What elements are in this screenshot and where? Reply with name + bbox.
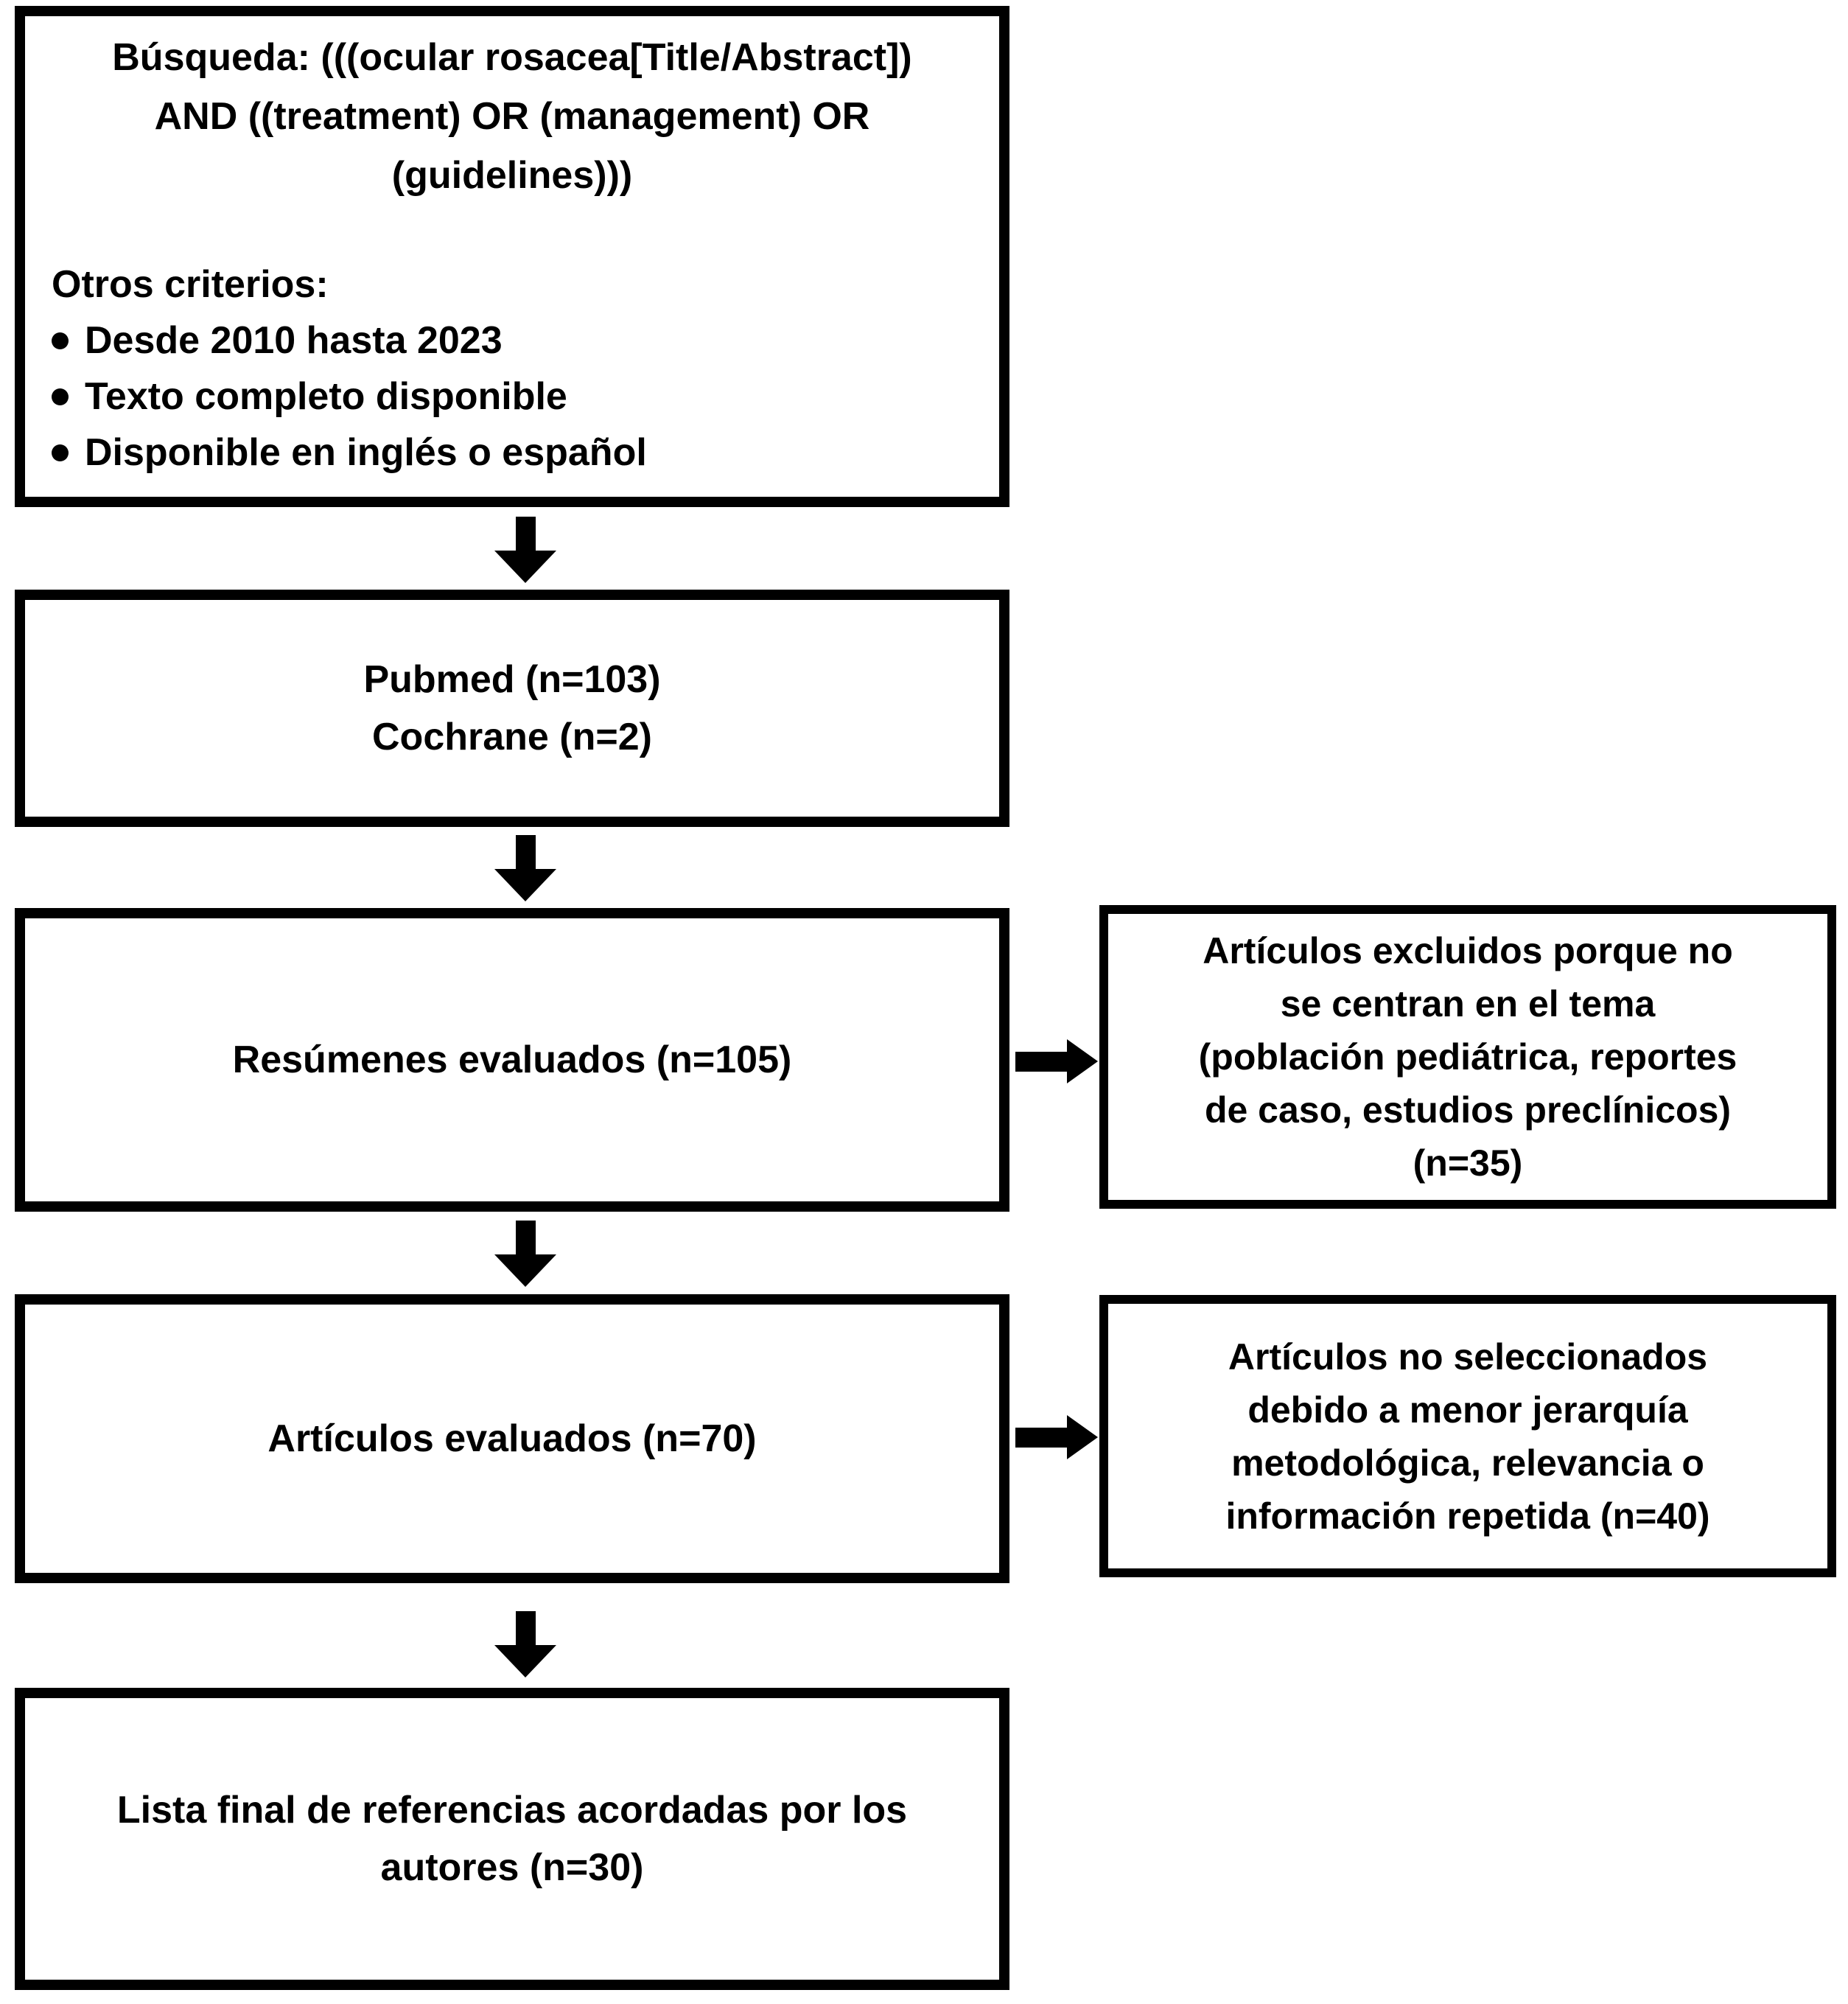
excluded-line: (población pediátrica, reportes [1198,1036,1737,1078]
criteria-item: Desde 2010 hasta 2023 [52,313,979,369]
excluded-line: (n=35) [1413,1142,1523,1184]
criteria-item-label: Texto completo disponible [85,375,567,418]
down-arrow-icon [494,1221,556,1287]
search-query: Búsqueda: (((ocular rosacea[Title/Abstra… [46,28,979,205]
abstracts-evaluated-box: Resúmenes evaluados (n=105) [15,908,1009,1212]
other-criteria: Otros criterios: Desde 2010 hasta 2023 T… [46,256,979,481]
down-arrow-icon [494,517,556,583]
not-selected-line: Artículos no seleccionados [1228,1336,1708,1378]
databases-box: Pubmed (n=103) Cochrane (n=2) [15,590,1009,827]
search-query-line: Búsqueda: (((ocular rosacea[Title/Abstra… [112,36,912,79]
not-selected-line: debido a menor jerarquía [1247,1389,1688,1431]
bullet-icon [52,332,69,349]
right-arrow-icon [1015,1415,1098,1459]
articles-evaluated-label: Artículos evaluados (n=70) [267,1417,757,1460]
articles-evaluated-box: Artículos evaluados (n=70) [15,1294,1009,1583]
search-query-line: AND ((treatment) OR (management) OR [154,95,870,138]
search-query-line: (guidelines))) [391,154,633,197]
down-arrow-icon [494,1611,556,1677]
not-selected-line: metodológica, relevancia o [1231,1442,1704,1484]
search-criteria-box: Búsqueda: (((ocular rosacea[Title/Abstra… [15,6,1009,507]
criteria-title: Otros criterios: [52,263,329,306]
final-references-box: Lista final de referencias acordadas por… [15,1688,1009,1990]
not-selected-line: información repetida (n=40) [1225,1495,1710,1537]
criteria-item-label: Desde 2010 hasta 2023 [85,319,503,362]
criteria-item: Disponible en inglés o español [52,425,979,481]
excluded-articles-box: Artículos excluidos porque no se centran… [1099,905,1836,1209]
database-line: Pubmed (n=103) [363,658,661,701]
excluded-line: se centran en el tema [1280,983,1656,1024]
down-arrow-icon [494,835,556,901]
criteria-item-label: Disponible en inglés o español [85,431,647,474]
bullet-icon [52,444,69,461]
final-references-line: autores (n=30) [380,1846,644,1889]
database-line: Cochrane (n=2) [372,716,652,758]
final-references-line: Lista final de referencias acordadas por… [116,1789,908,1832]
excluded-line: Artículos excluidos porque no [1203,930,1733,971]
not-selected-articles-box: Artículos no seleccionados debido a meno… [1099,1295,1836,1577]
right-arrow-icon [1015,1039,1098,1083]
criteria-item: Texto completo disponible [52,369,979,425]
bullet-icon [52,388,69,405]
excluded-line: de caso, estudios preclínicos) [1204,1089,1732,1131]
abstracts-evaluated-label: Resúmenes evaluados (n=105) [232,1038,792,1081]
